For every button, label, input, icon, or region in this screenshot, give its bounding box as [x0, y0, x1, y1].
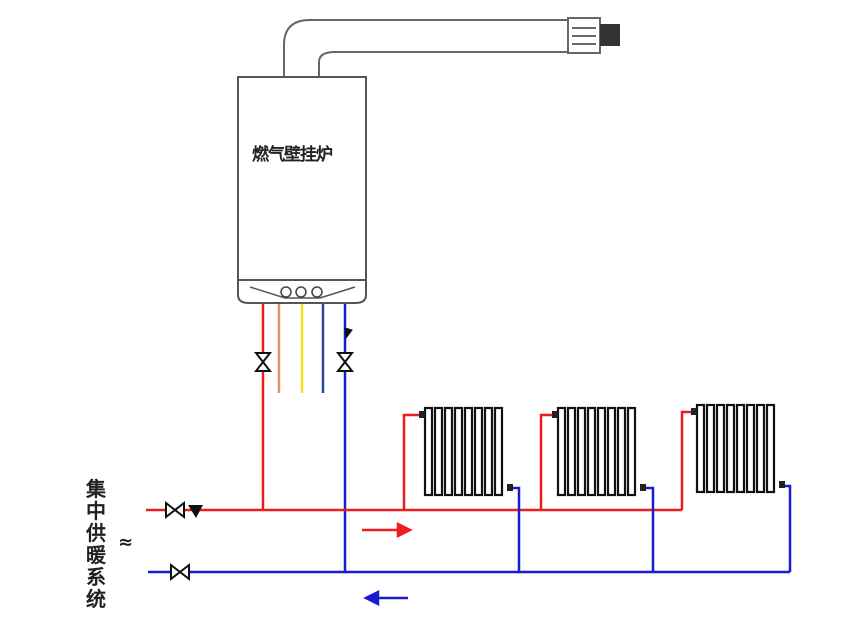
radiator-2: [552, 406, 646, 497]
radiator-1: [419, 406, 513, 497]
radiator-fin: [626, 406, 637, 497]
radiator-fin: [586, 406, 597, 497]
safety-valve-icon: [344, 327, 353, 340]
radiator-fin: [755, 403, 766, 494]
radiator-valve-icon[interactable]: [552, 411, 558, 418]
radiator-valve-icon[interactable]: [691, 408, 697, 415]
radiator-fin: [606, 406, 617, 497]
radiator-valve-icon[interactable]: [779, 481, 785, 488]
radiator-fin: [566, 406, 577, 497]
valve-icon[interactable]: [335, 352, 355, 372]
radiator-fin: [493, 406, 504, 497]
approx-symbol: ≈: [118, 532, 134, 553]
flow-arrow-return: [363, 589, 408, 607]
radiator-valve-icon[interactable]: [419, 411, 425, 418]
radiator-valve-icon[interactable]: [507, 484, 513, 491]
control-knob-icon[interactable]: [295, 286, 307, 298]
radiator-fin: [473, 406, 484, 497]
radiator-fin: [705, 403, 716, 494]
radiator-fin: [443, 406, 454, 497]
radiator-3: [691, 403, 785, 494]
flow-arrow-supply: [362, 521, 413, 539]
radiator-fin: [735, 403, 746, 494]
valve-icon[interactable]: [253, 352, 273, 372]
radiator-fin: [596, 406, 607, 497]
radiator-fin: [725, 403, 736, 494]
radiator-fin: [745, 403, 756, 494]
boiler-connections: [261, 304, 347, 572]
radiator-fin: [483, 406, 494, 497]
radiator-fin: [433, 406, 444, 497]
check-valve-icon: [188, 505, 203, 518]
radiator-fin: [695, 403, 706, 494]
central-heating-label: 集中供暖系统: [86, 477, 106, 611]
return-main: [148, 484, 792, 574]
radiator-fin: [765, 403, 776, 494]
boiler-label: 燃气壁挂炉: [252, 145, 333, 165]
radiator-valve-icon[interactable]: [640, 484, 646, 491]
radiator-fin: [556, 406, 567, 497]
valve-icon[interactable]: [165, 500, 185, 520]
radiator-fin: [463, 406, 474, 497]
radiator-fin: [576, 406, 587, 497]
control-knob-icon[interactable]: [280, 286, 292, 298]
boiler: [237, 76, 367, 304]
radiator-fin: [616, 406, 627, 497]
control-knob-icon[interactable]: [311, 286, 323, 298]
radiator-fin: [715, 403, 726, 494]
radiator-fin: [423, 406, 434, 497]
radiator-fin: [453, 406, 464, 497]
valve-icon[interactable]: [170, 562, 190, 582]
flue-pipe: [283, 17, 620, 77]
